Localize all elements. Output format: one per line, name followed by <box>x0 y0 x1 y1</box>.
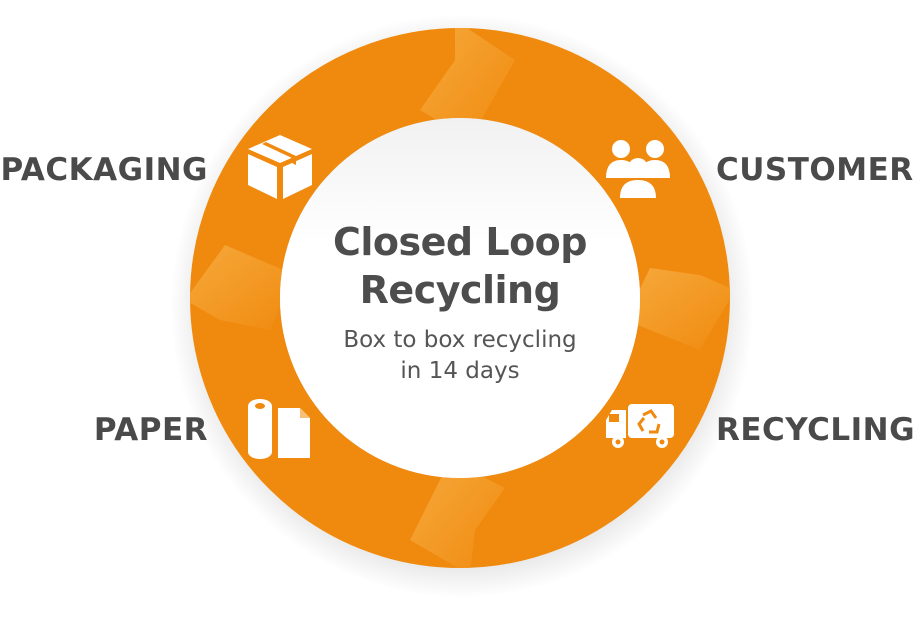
box-icon <box>248 135 312 199</box>
stage-label-packaging: PACKAGING <box>0 152 208 188</box>
stage-label-recycling: RECYCLING <box>716 412 916 448</box>
arrow-segment-left <box>185 245 295 330</box>
stage-label-customer: CUSTOMER <box>716 152 914 188</box>
paper-roll-icon <box>248 399 310 459</box>
people-icon <box>606 140 670 198</box>
arrow-segment-top <box>420 20 515 140</box>
diagram-title-line-2: Recycling <box>359 268 561 312</box>
diagram-title-line-1: Closed Loop <box>333 220 587 264</box>
arrow-segment-right <box>625 268 735 350</box>
diagram-subtitle-line-1: Box to box recycling <box>343 327 577 353</box>
stage-label-paper: PAPER <box>93 412 208 448</box>
arrow-segment-bottom <box>410 460 505 575</box>
recycling-truck-icon <box>606 404 674 448</box>
diagram-subtitle-line-2: in 14 days <box>400 358 520 384</box>
